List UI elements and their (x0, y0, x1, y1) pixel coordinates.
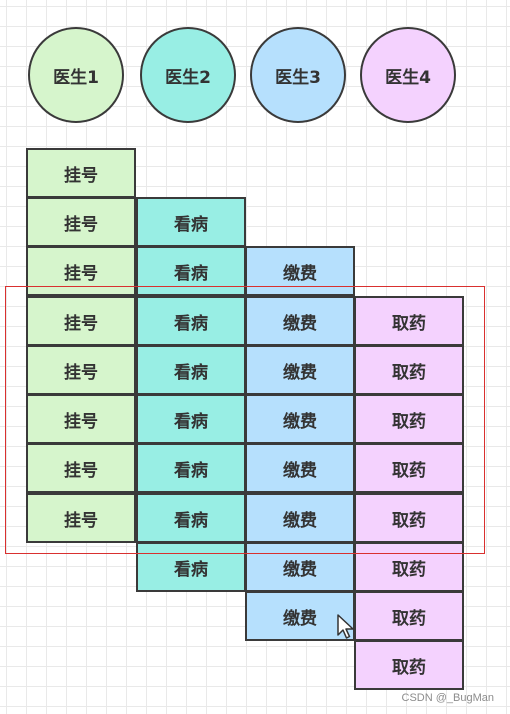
doctor-3-node: 医生3 (250, 27, 346, 123)
diagnose-cell: 看病 (136, 197, 246, 247)
medicine-cell: 取药 (354, 542, 464, 592)
pay-cell: 缴费 (245, 591, 355, 641)
diagnose-cell: 看病 (136, 394, 246, 444)
doctor-1-node: 医生1 (28, 27, 124, 123)
register-cell: 挂号 (26, 443, 136, 493)
watermark-text: CSDN @_BugMan (401, 692, 494, 704)
pay-cell: 缴费 (245, 296, 355, 346)
diagnose-cell: 看病 (136, 542, 246, 592)
doctor-4-node: 医生4 (360, 27, 456, 123)
highlight-selection-box (5, 286, 485, 554)
mouse-cursor-icon (337, 614, 354, 639)
register-cell: 挂号 (26, 493, 136, 543)
diagnose-cell: 看病 (136, 246, 246, 296)
medicine-cell: 取药 (354, 296, 464, 346)
medicine-cell: 取药 (354, 640, 464, 690)
diagnose-cell: 看病 (136, 443, 246, 493)
register-cell: 挂号 (26, 345, 136, 395)
pay-cell: 缴费 (245, 345, 355, 395)
register-cell: 挂号 (26, 394, 136, 444)
register-cell: 挂号 (26, 148, 136, 198)
register-cell: 挂号 (26, 197, 136, 247)
pay-cell: 缴费 (245, 493, 355, 543)
medicine-cell: 取药 (354, 591, 464, 641)
pay-cell: 缴费 (245, 443, 355, 493)
pay-cell: 缴费 (245, 246, 355, 296)
doctor-2-node: 医生2 (140, 27, 236, 123)
register-cell: 挂号 (26, 246, 136, 296)
medicine-cell: 取药 (354, 443, 464, 493)
